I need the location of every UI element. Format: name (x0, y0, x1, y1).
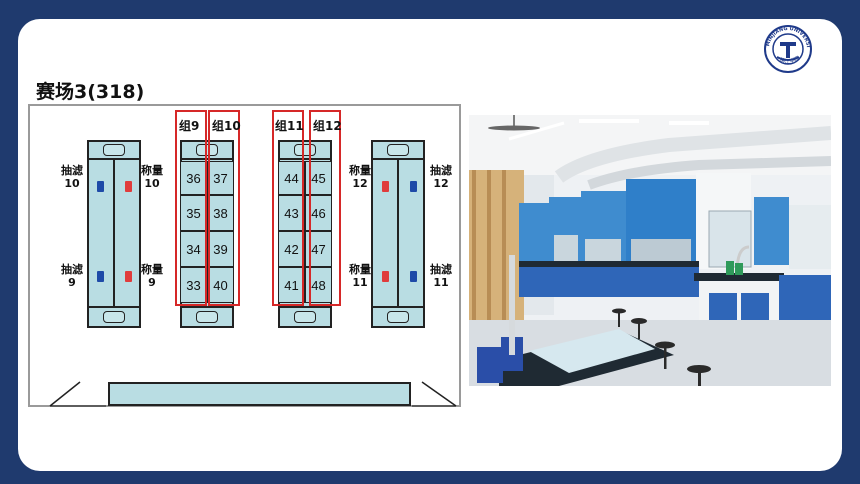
workstation-cell: 41 (278, 267, 305, 303)
blue-marker-icon (97, 271, 104, 282)
sink-icon (103, 311, 125, 323)
workstation-cell: 37 (207, 161, 234, 195)
label-suction-12: 抽滤12 (430, 164, 452, 190)
label-weigh-9: 称量9 (141, 263, 163, 289)
workstation-cell: 40 (207, 267, 234, 303)
group-11-outline (272, 110, 304, 306)
group-11-label: 组11 (275, 119, 304, 133)
group-12-outline (309, 110, 341, 306)
group-12-label: 组12 (313, 119, 342, 133)
workstation-cell: 35 (180, 195, 207, 231)
sink-icon (103, 144, 125, 156)
blue-marker-icon (410, 181, 417, 192)
lab-photo (469, 115, 831, 386)
workstation-cell: 38 (207, 195, 234, 231)
sink-icon (294, 311, 316, 323)
workstation-cell: 43 (278, 195, 305, 231)
svg-text:闽江学院: 闽江学院 (778, 53, 801, 65)
label-weigh-12: 称量12 (349, 164, 371, 190)
red-marker-icon (125, 181, 132, 192)
workstation-cell: 39 (207, 231, 234, 267)
sink-icon (387, 311, 409, 323)
door-right (412, 381, 457, 407)
red-marker-icon (125, 271, 132, 282)
group-9-label: 组9 (179, 119, 200, 133)
red-marker-icon (382, 181, 389, 192)
sink-icon (387, 144, 409, 156)
workstation-cell: 44 (278, 161, 305, 195)
sink-icon (196, 144, 218, 156)
workstation-cell: 34 (180, 231, 207, 267)
front-desk (108, 382, 411, 406)
floor-plan: 抽滤10 抽滤9 称量10 称量9 36 35 34 33 37 38 39 4… (28, 104, 461, 407)
workstation-cell: 42 (278, 231, 305, 267)
label-weigh-11: 称量11 (349, 263, 371, 289)
label-weigh-10: 称量10 (141, 164, 163, 190)
group-10-label: 组10 (212, 119, 241, 133)
label-suction-10: 抽滤10 (61, 164, 83, 190)
group-10-outline (208, 110, 240, 306)
bench-divider (397, 160, 399, 306)
bench-divider (113, 160, 115, 306)
group-9-outline (175, 110, 207, 306)
page-title: 赛场3(318) (36, 81, 145, 103)
workstation-cell: 36 (180, 161, 207, 195)
sink-icon (196, 311, 218, 323)
door-left (49, 381, 106, 407)
label-suction-11: 抽滤11 (430, 263, 452, 289)
label-suction-9: 抽滤9 (61, 263, 83, 289)
blue-marker-icon (410, 271, 417, 282)
red-marker-icon (382, 271, 389, 282)
university-logo: MINJIANG UNIVERSITY 闽江学院 (763, 24, 812, 73)
blue-marker-icon (97, 181, 104, 192)
